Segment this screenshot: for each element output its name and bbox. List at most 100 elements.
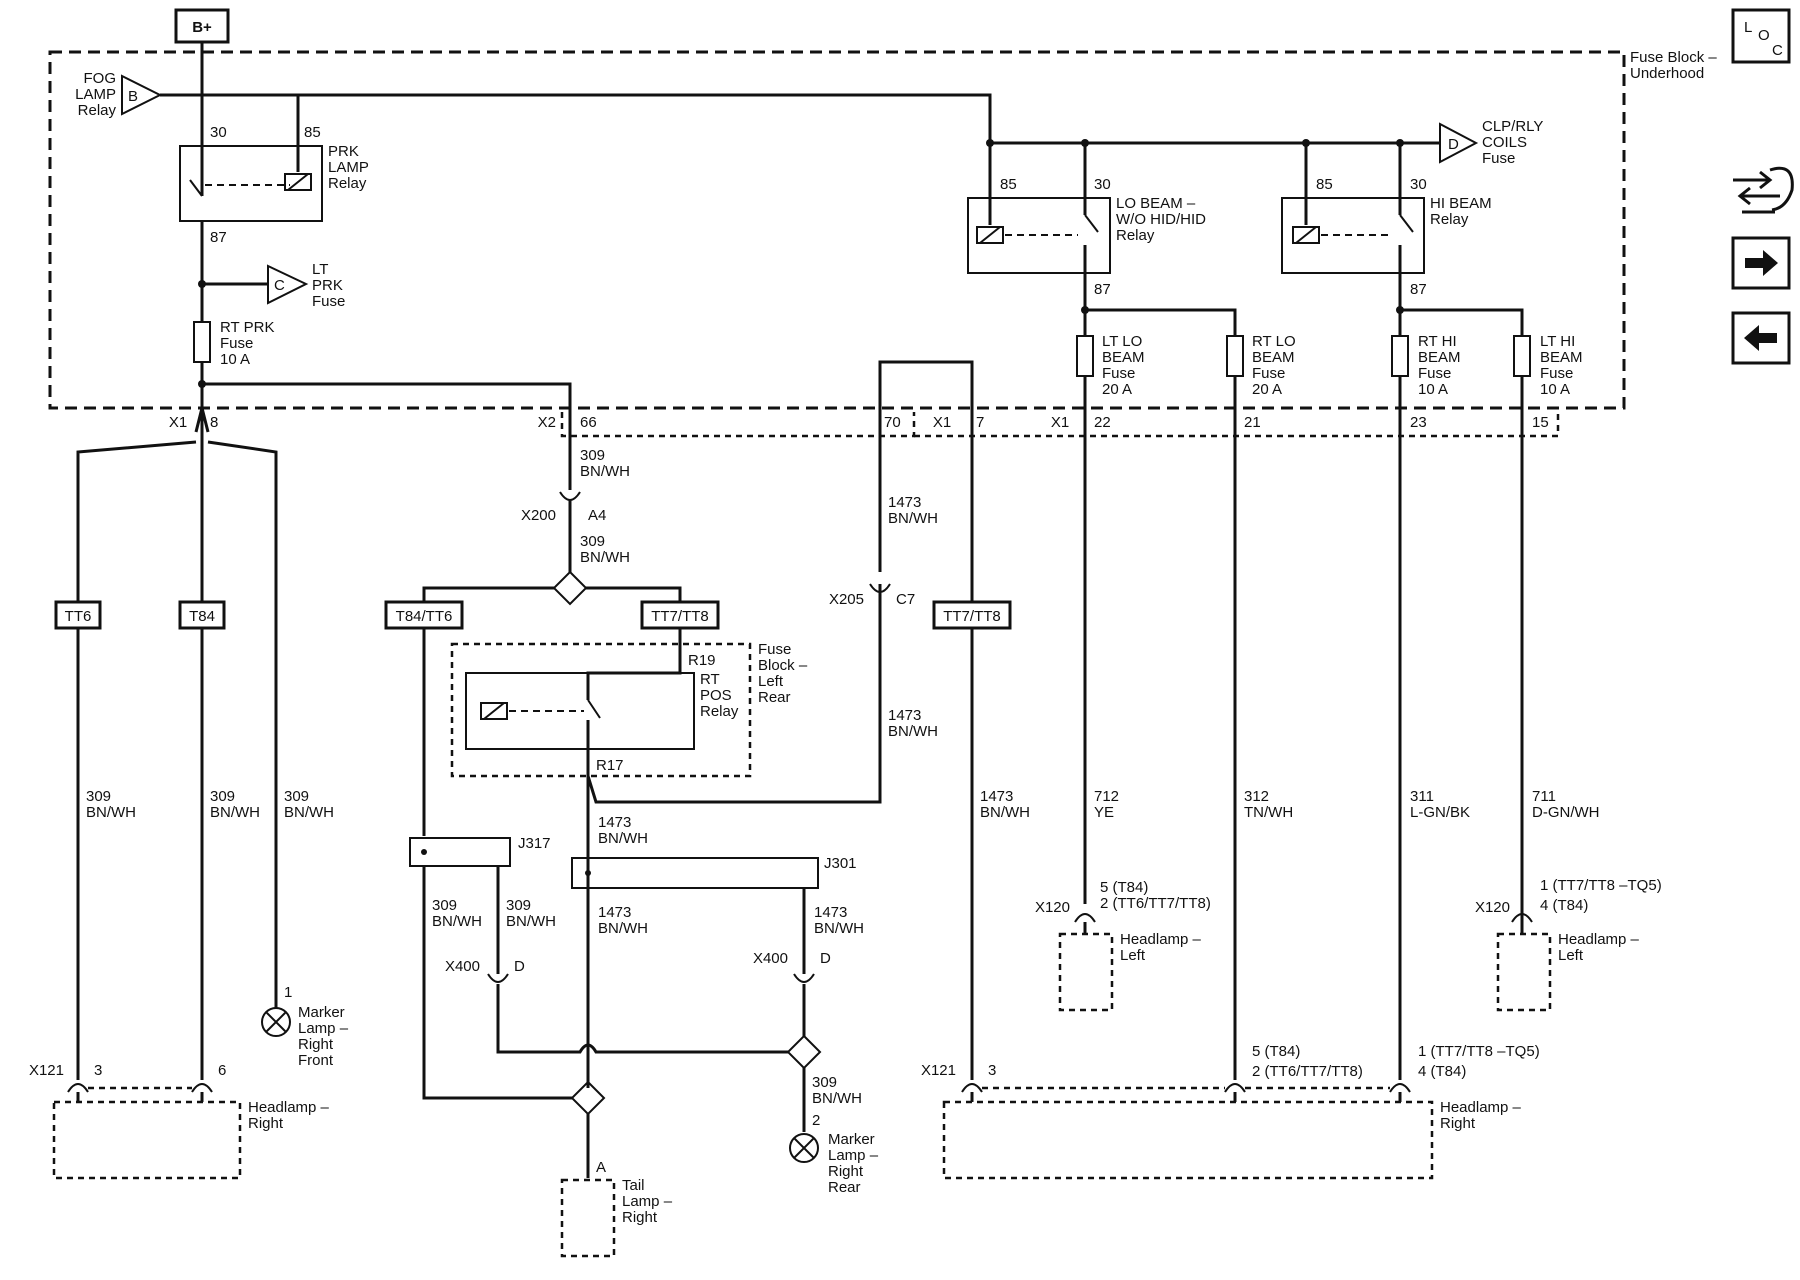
- lo-pin-30: 30: [1094, 176, 1111, 193]
- x121-left-pin6: 6: [218, 1062, 226, 1079]
- rt-pos-relay-switch: [587, 699, 601, 719]
- x120-label-b: X120: [1475, 899, 1510, 916]
- lo-relay-coil: [976, 226, 1004, 244]
- bplus-feed-wire: [160, 42, 992, 143]
- marker-rear-pin: 2: [812, 1112, 820, 1129]
- headlamp-right-box-left: [52, 1100, 242, 1180]
- x400-label-right: X400: [753, 950, 788, 967]
- hi-beam-relay-box: [1281, 197, 1425, 274]
- svg-text:T84/TT6: T84/TT6: [396, 608, 453, 625]
- svg-text:C: C: [1772, 42, 1783, 59]
- hi-relay-switch: [1399, 214, 1414, 233]
- x121-label-right: X121: [921, 1062, 956, 1079]
- x1-pin-7: 7: [976, 414, 984, 431]
- headlamp-right-label-right: Headlamp –Right: [1440, 1099, 1522, 1132]
- x400-label-left: X400: [445, 958, 480, 975]
- x1-pin-23: 23: [1410, 414, 1427, 431]
- x205-connector: [869, 583, 891, 593]
- x121-right-pin3: 3: [988, 1062, 996, 1079]
- pin-r17: R17: [596, 757, 624, 774]
- x400-pin-right: D: [820, 950, 831, 967]
- lo-beam-relay-box: [967, 197, 1111, 274]
- x200-label: X200: [521, 507, 556, 524]
- prk-pin-87: 87: [210, 229, 227, 246]
- rt-lo-beam-fuse: [1226, 335, 1244, 377]
- headlamp-left-b-label: Headlamp –Left: [1558, 931, 1640, 964]
- next-page-arrow-icon[interactable]: [1731, 236, 1791, 290]
- hi-pin-87: 87: [1410, 281, 1427, 298]
- lt-prk-connector: [267, 264, 309, 305]
- hi-pin-85: 85: [1316, 176, 1333, 193]
- hi-pin-30: 30: [1410, 176, 1427, 193]
- lo-pin-85: 85: [1000, 176, 1017, 193]
- location-icon[interactable]: L O C: [1731, 8, 1791, 64]
- lt-lo-beam-fuse: [1076, 335, 1094, 377]
- x205-label: X205: [829, 591, 864, 608]
- tail-lamp-right: [560, 1178, 616, 1258]
- fog-connector-shape: [121, 74, 163, 116]
- svg-text:T84: T84: [189, 608, 215, 625]
- hi-relay-coil: [1292, 226, 1320, 244]
- headlamp-left-a-label: Headlamp –Left: [1120, 931, 1202, 964]
- x1-pin-15: 15: [1532, 414, 1549, 431]
- clp-connector: [1439, 122, 1479, 164]
- j301-label: J301: [824, 855, 857, 872]
- marker-front-pin: 1: [284, 984, 292, 1001]
- battery-label: B+: [192, 19, 212, 36]
- x2-70-wire: [878, 360, 974, 602]
- svg-text:TT6: TT6: [65, 608, 92, 625]
- splice-diamond-right: [786, 1034, 822, 1070]
- lt-hi-beam-fuse: [1513, 335, 1531, 377]
- headlamp-left-a: [1058, 932, 1114, 1012]
- prk-relay-coil: [284, 173, 312, 191]
- x2-pin-66: 66: [580, 414, 597, 431]
- fog-connector-letter: B: [128, 88, 138, 105]
- splice-j301: [571, 857, 819, 889]
- x121-label-left: X121: [29, 1062, 64, 1079]
- previous-page-arrow-icon[interactable]: [1731, 311, 1791, 365]
- clp-letter: D: [1448, 136, 1459, 153]
- component-wrench-icon[interactable]: [1733, 166, 1794, 214]
- x200-pin: A4: [588, 507, 606, 524]
- marker-lamp-right-rear: [789, 1133, 819, 1163]
- prk-relay-feeds: [200, 95, 300, 196]
- x2-connector-strip: [560, 412, 916, 438]
- splice-j317: [409, 837, 511, 867]
- fuse-block-underhood-label: Fuse Block –Underhood: [1630, 49, 1717, 82]
- j317-label: J317: [518, 835, 551, 852]
- headlamp-left-b: [1496, 932, 1552, 1012]
- x2-66-wire: [202, 382, 572, 490]
- headlamp-left-b-pins: 1 (TT7/TT8 –TQ5)4 (T84): [1540, 877, 1662, 914]
- headlamp-right-box-right: [942, 1100, 1434, 1180]
- x1-label-left: X1: [169, 414, 187, 431]
- pin-r19: R19: [688, 652, 716, 669]
- lo-relay-switch: [1084, 214, 1099, 233]
- svg-text:L: L: [1744, 19, 1752, 36]
- headlamp-right-pins-b: 5 (T84)2 (TT6/TT7/TT8): [1252, 1043, 1363, 1080]
- tag-tt6: [54, 600, 102, 630]
- svg-text:TT7/TT8: TT7/TT8: [943, 608, 1001, 625]
